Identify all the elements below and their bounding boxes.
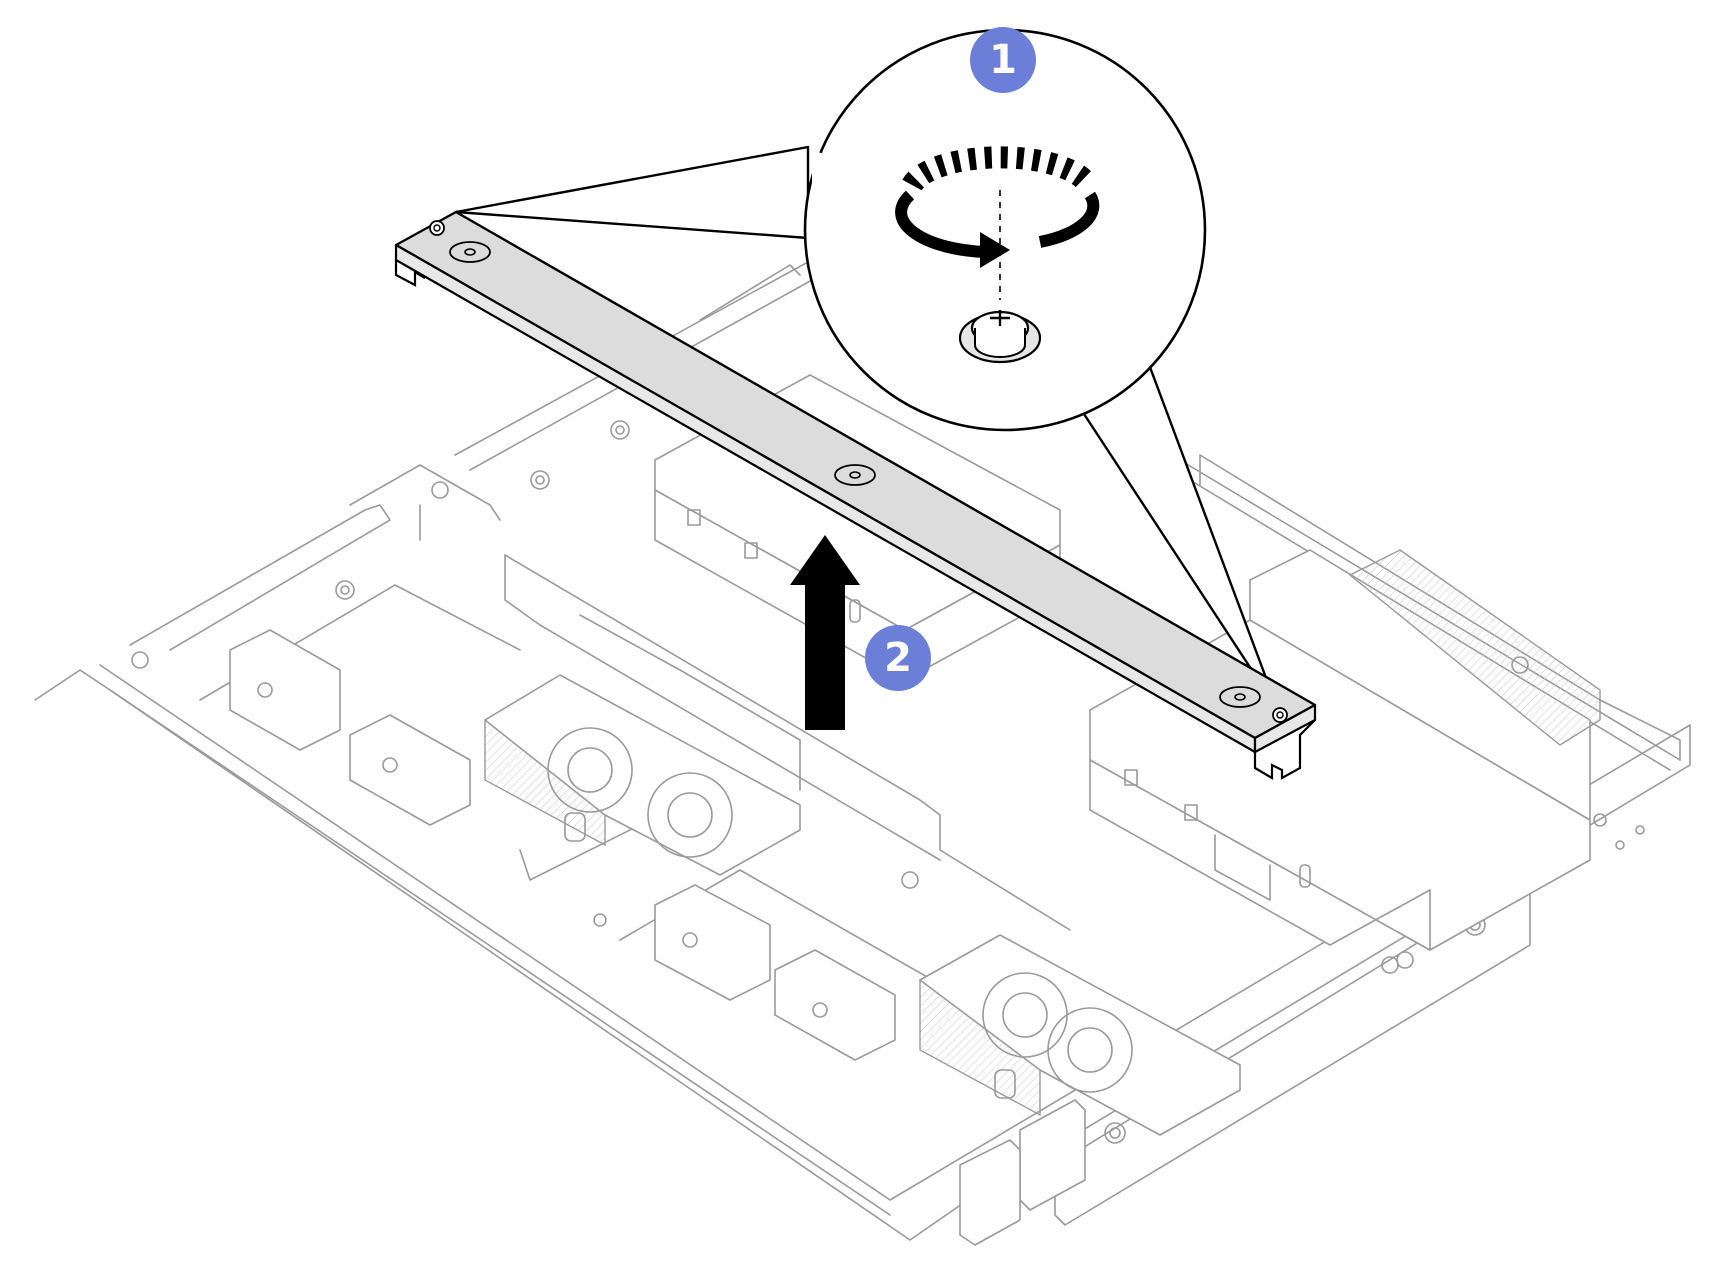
rotate-counterclockwise-icon	[895, 146, 1100, 300]
step-badge-1-circle	[970, 27, 1036, 93]
step-badge-2-circle	[865, 625, 931, 691]
lift-arrow-icon	[790, 535, 860, 730]
step-badge-2-label: 2	[884, 635, 912, 681]
step-badge-1: 1	[970, 27, 1036, 93]
step-badge-2: 2	[865, 625, 931, 691]
server-chassis	[34, 249, 1691, 1246]
cross-bracket	[394, 210, 1317, 780]
step-badge-1-label: 1	[989, 37, 1017, 83]
zoom-callout-icon	[454, 28, 1280, 712]
screw-icon	[958, 310, 1042, 364]
